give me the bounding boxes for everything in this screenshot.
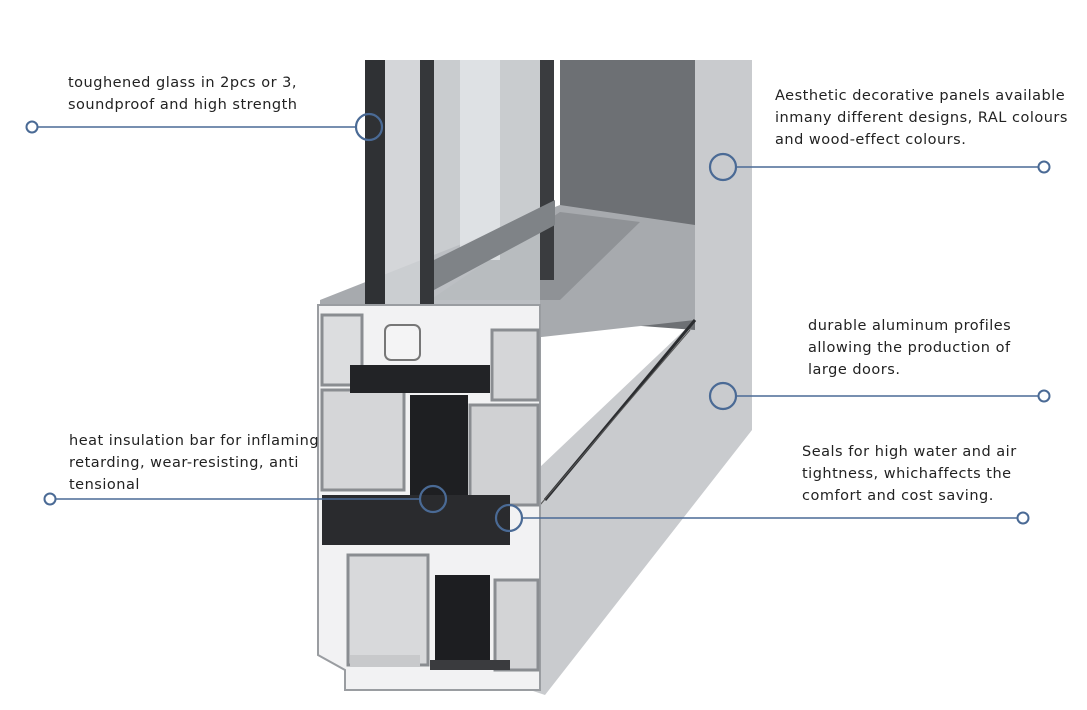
leader-endpoint-profiles bbox=[1037, 389, 1051, 403]
callout-ring-profiles bbox=[708, 381, 738, 411]
glass-pane-middle bbox=[420, 60, 434, 380]
profile-chamber-2 bbox=[468, 403, 540, 507]
callout-ring-insulation bbox=[418, 484, 448, 514]
profile-foot-1 bbox=[350, 655, 420, 667]
profile-chamber-1 bbox=[320, 388, 406, 492]
glazing-bead bbox=[384, 324, 421, 361]
frame-edge-line-2 bbox=[539, 329, 691, 506]
profile-chamber-4 bbox=[346, 553, 430, 667]
leader-endpoint-insulation bbox=[43, 492, 57, 506]
insulation-bar-middle bbox=[322, 495, 510, 545]
leader-endpoint-panels bbox=[1037, 160, 1051, 174]
annotation-seals: Seals for high water and air tightness, … bbox=[802, 444, 1017, 504]
profile-chamber-6 bbox=[320, 313, 364, 387]
profile-foot-2 bbox=[430, 660, 510, 670]
annotation-insulation: heat insulation bar for inflaming retard… bbox=[69, 433, 320, 493]
frame-right-face bbox=[500, 60, 752, 695]
annotation-glass: toughened glass in 2pcs or 3, soundproof… bbox=[68, 75, 298, 113]
glass-spacer bbox=[434, 200, 555, 290]
insulation-cavity-2 bbox=[435, 575, 490, 665]
glass-gap-highlight bbox=[460, 60, 500, 260]
insulation-cavity-1 bbox=[410, 395, 468, 495]
leader-endpoint-glass bbox=[25, 120, 39, 134]
profile-chamber-5 bbox=[493, 578, 540, 672]
callout-ring-glass bbox=[354, 112, 384, 142]
profile-chamber-3 bbox=[490, 328, 540, 402]
annotation-profiles: durable aluminum profiles allowing the p… bbox=[808, 318, 1012, 378]
callout-ring-seals bbox=[494, 503, 524, 533]
leader-endpoint-seals bbox=[1016, 511, 1030, 525]
callout-ring-panels bbox=[708, 152, 738, 182]
annotation-panels: Aesthetic decorative panels available in… bbox=[775, 88, 1068, 148]
insulation-bar-top bbox=[350, 365, 490, 393]
